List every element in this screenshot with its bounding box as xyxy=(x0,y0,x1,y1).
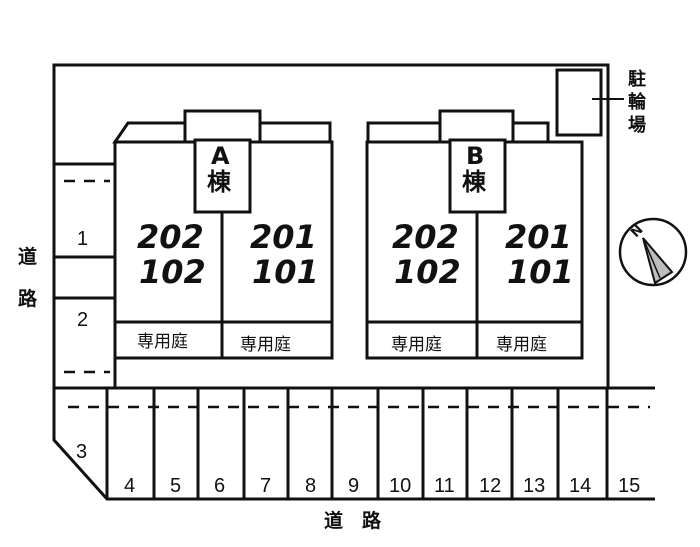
unit-a-101: 101 xyxy=(252,253,319,291)
parking-space-12: 12 xyxy=(479,475,501,497)
parking-space-15: 15 xyxy=(618,475,640,497)
parking-space-8: 8 xyxy=(305,475,316,497)
parking-space-9: 9 xyxy=(348,475,359,497)
left-parking-area xyxy=(54,162,117,388)
left-road-char-2: 路 xyxy=(18,287,38,310)
garden-a-201: 専用庭 xyxy=(240,335,291,355)
bicycle-parking-char-1: 駐 xyxy=(628,68,646,90)
unit-b-101: 101 xyxy=(507,253,574,291)
bicycle-parking-box xyxy=(555,68,603,137)
parking-space-2: 2 xyxy=(77,309,88,331)
unit-b-201: 201 xyxy=(505,218,572,256)
building-b-letter: B xyxy=(466,142,484,170)
parking-space-10: 10 xyxy=(389,475,411,497)
left-road-char-1: 道 xyxy=(18,245,37,268)
parking-space-4: 4 xyxy=(124,475,135,497)
building-b-kanji: 棟 xyxy=(462,168,487,196)
building-a-letter: A xyxy=(211,142,230,170)
bottom-parking-dividers xyxy=(68,388,650,499)
parking-space-13: 13 xyxy=(523,475,545,497)
bicycle-parking-char-3: 場 xyxy=(628,115,646,136)
parking-space-7: 7 xyxy=(260,475,271,497)
parking-space-14: 14 xyxy=(569,475,591,497)
unit-a-102: 102 xyxy=(139,253,206,291)
unit-b-102: 102 xyxy=(394,253,461,291)
building-b xyxy=(365,109,584,360)
building-a-kanji: 棟 xyxy=(207,168,232,196)
unit-a-201: 201 xyxy=(250,218,317,256)
parking-space-5: 5 xyxy=(170,475,181,497)
garden-b-201: 専用庭 xyxy=(496,335,547,355)
north-arrow-icon: N xyxy=(618,217,688,287)
parking-space-3: 3 xyxy=(76,441,87,463)
building-a xyxy=(112,109,334,360)
garden-a-202: 専用庭 xyxy=(137,332,188,352)
bottom-road-label: 道 路 xyxy=(324,509,382,532)
parking-space-1: 1 xyxy=(77,228,88,250)
unit-a-202: 202 xyxy=(137,218,204,256)
parking-space-6: 6 xyxy=(214,475,225,497)
unit-b-202: 202 xyxy=(392,218,459,256)
parking-space-11: 11 xyxy=(434,475,455,497)
bicycle-parking-char-2: 輪 xyxy=(628,91,647,113)
garden-b-202: 専用庭 xyxy=(391,335,442,355)
